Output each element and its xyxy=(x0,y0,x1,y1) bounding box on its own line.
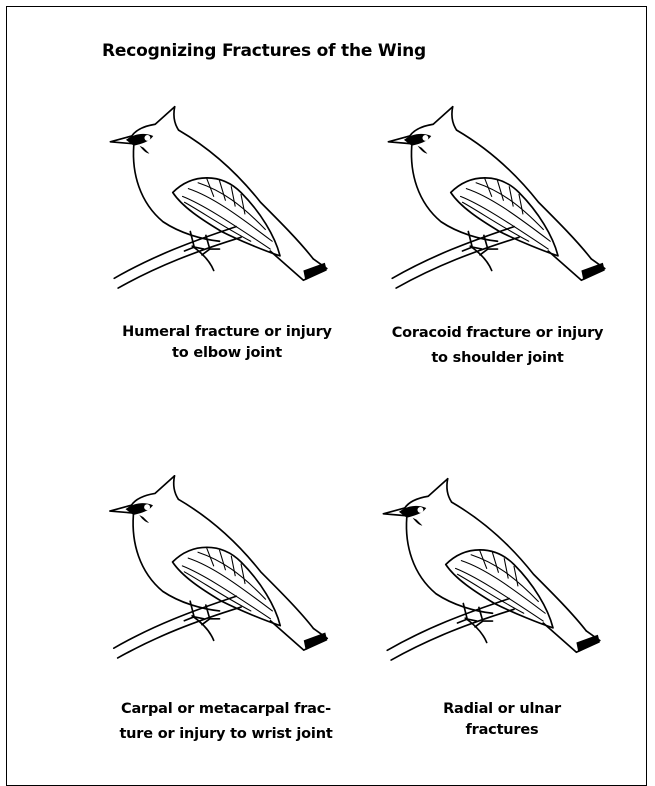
bird-illustration-carpal xyxy=(104,462,339,662)
bird-illustration-humeral xyxy=(104,95,339,290)
caption-line: Carpal or metacarpal frac- xyxy=(101,699,351,720)
caption-coracoid: Coracoid fracture or injury to shoulder … xyxy=(370,323,625,369)
caption-line: Coracoid fracture or injury xyxy=(370,323,625,344)
caption-carpal: Carpal or metacarpal frac- ture or injur… xyxy=(101,699,351,745)
figure-frame: Recognizing Fractures of the Wing Humera… xyxy=(6,6,647,786)
caption-line: Radial or ulnar xyxy=(397,699,607,720)
caption-humeral: Humeral fracture or injury to elbow join… xyxy=(102,322,352,364)
caption-line: to elbow joint xyxy=(102,343,352,364)
caption-line: fractures xyxy=(397,720,607,741)
bird-illustration-radial xyxy=(377,467,612,662)
bird-illustration-coracoid xyxy=(382,95,617,290)
caption-radial: Radial or ulnar fractures xyxy=(397,699,607,741)
figure-title: Recognizing Fractures of the Wing xyxy=(102,41,426,61)
caption-line: to shoulder joint xyxy=(370,348,625,369)
caption-line: Humeral fracture or injury xyxy=(102,322,352,343)
caption-line: ture or injury to wrist joint xyxy=(101,724,351,745)
